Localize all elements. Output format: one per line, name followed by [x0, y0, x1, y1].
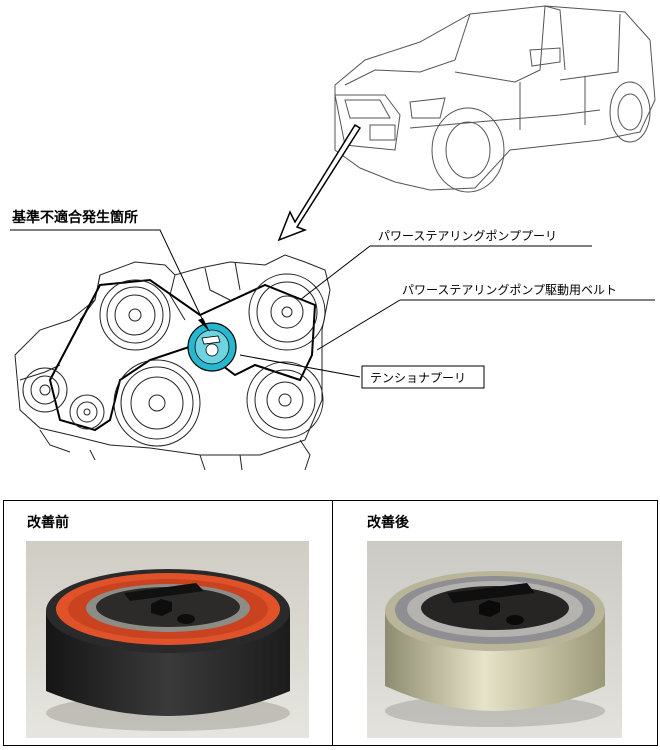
tensioner-label-box [361, 365, 485, 389]
vehicle-illustration [334, 5, 656, 193]
after-label: 改善後 [367, 515, 409, 531]
ps-pump-belt-label: パワーステアリングポンプ駆動用ベルト [402, 283, 617, 297]
after-pulley-photo [367, 541, 622, 738]
tensioner-pulley-highlight [187, 322, 237, 372]
comparison-divider [332, 501, 333, 745]
engine-diagram: 基準不適合発生箇所 パワーステアリングポンププーリ パワーステアリングポンプ駆動… [10, 5, 656, 471]
pointer-arrow [277, 123, 362, 242]
leader-lines [10, 229, 655, 378]
comparison-table: 改善前 [3, 500, 658, 746]
before-pulley-photo [26, 541, 309, 738]
panel-after: 改善後 [333, 501, 657, 745]
engine-illustration [14, 254, 331, 471]
nonconforming-location-label: 基準不適合発生箇所 [12, 209, 138, 226]
panel-before: 改善前 [4, 501, 332, 745]
callout-arrow-head [198, 318, 210, 332]
tensioner-pulley-label: テンショナプーリ [370, 371, 466, 385]
ps-pump-pulley-label: パワーステアリングポンププーリ [378, 229, 557, 243]
before-label: 改善前 [27, 515, 69, 531]
